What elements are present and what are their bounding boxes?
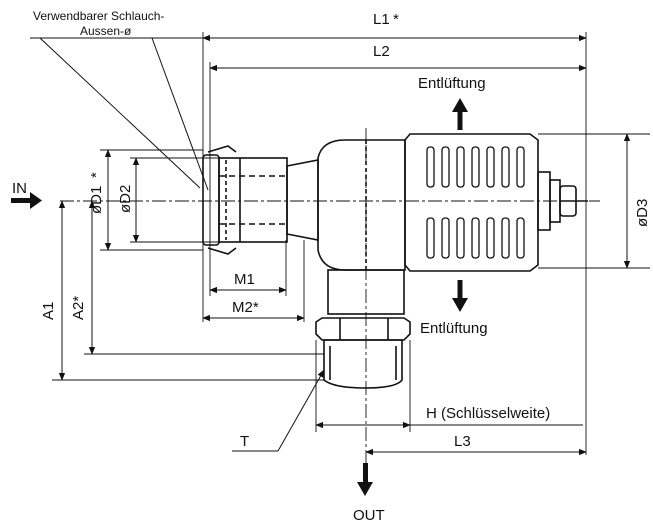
H-label: H (Schlüsselweite) (426, 405, 550, 422)
out-arrow-head (357, 482, 373, 496)
D3-label: øD3 (634, 199, 651, 227)
vent-arrow-up-head (452, 98, 468, 112)
leader-lines (30, 37, 583, 452)
labels: Verwendbarer Schlauch- Aussen-ø L1 * L2 … (12, 9, 651, 524)
push-in-body (218, 157, 288, 243)
vent-arrow-up-shaft (457, 110, 463, 130)
out-arrow-shaft (363, 463, 368, 483)
valve-housing (404, 133, 539, 272)
flow-arrows (11, 98, 468, 496)
vent-label-bottom: Entlüftung (420, 320, 488, 337)
center-lines (60, 128, 600, 465)
vent-slots-top (426, 146, 525, 188)
leader-T (277, 369, 325, 452)
hex-nut (315, 317, 411, 341)
in-arrow-shaft (11, 198, 31, 203)
A1-label: A1 (40, 302, 57, 320)
T-label: T (240, 433, 249, 450)
fitting-body (202, 133, 588, 389)
L3-label: L3 (454, 433, 471, 450)
dimension-lines (58, 34, 631, 456)
vent-arrow-down-head (452, 298, 468, 312)
tube-od-label-line1: Verwendbarer Schlauch- (33, 9, 164, 23)
release-collet (202, 154, 220, 246)
L2-label: L2 (373, 43, 390, 60)
collet-lip-bottom (207, 247, 237, 255)
in-label: IN (12, 180, 27, 197)
D1-asterisk: * (88, 172, 105, 178)
D1-label: øD1 (88, 186, 105, 214)
neck (286, 159, 319, 241)
M2-label: M2* (232, 299, 259, 316)
elbow-housing (317, 139, 406, 271)
out-label: OUT (353, 507, 385, 524)
D2-label: øD2 (117, 185, 134, 213)
vent-arrow-down-shaft (457, 280, 463, 300)
extension-lines (52, 32, 650, 455)
vent-label-top: Entlüftung (418, 75, 486, 92)
tube-od-label-line2: Aussen-ø (80, 24, 132, 38)
L1-label: L1 (373, 11, 390, 28)
L1-asterisk: * (393, 11, 399, 28)
M1-label: M1 (234, 271, 255, 288)
vent-slots-bottom (426, 217, 525, 259)
A2-label: A2* (70, 296, 87, 320)
collet-lip-top (207, 145, 237, 153)
thread (323, 339, 403, 389)
in-arrow-head (30, 192, 42, 209)
